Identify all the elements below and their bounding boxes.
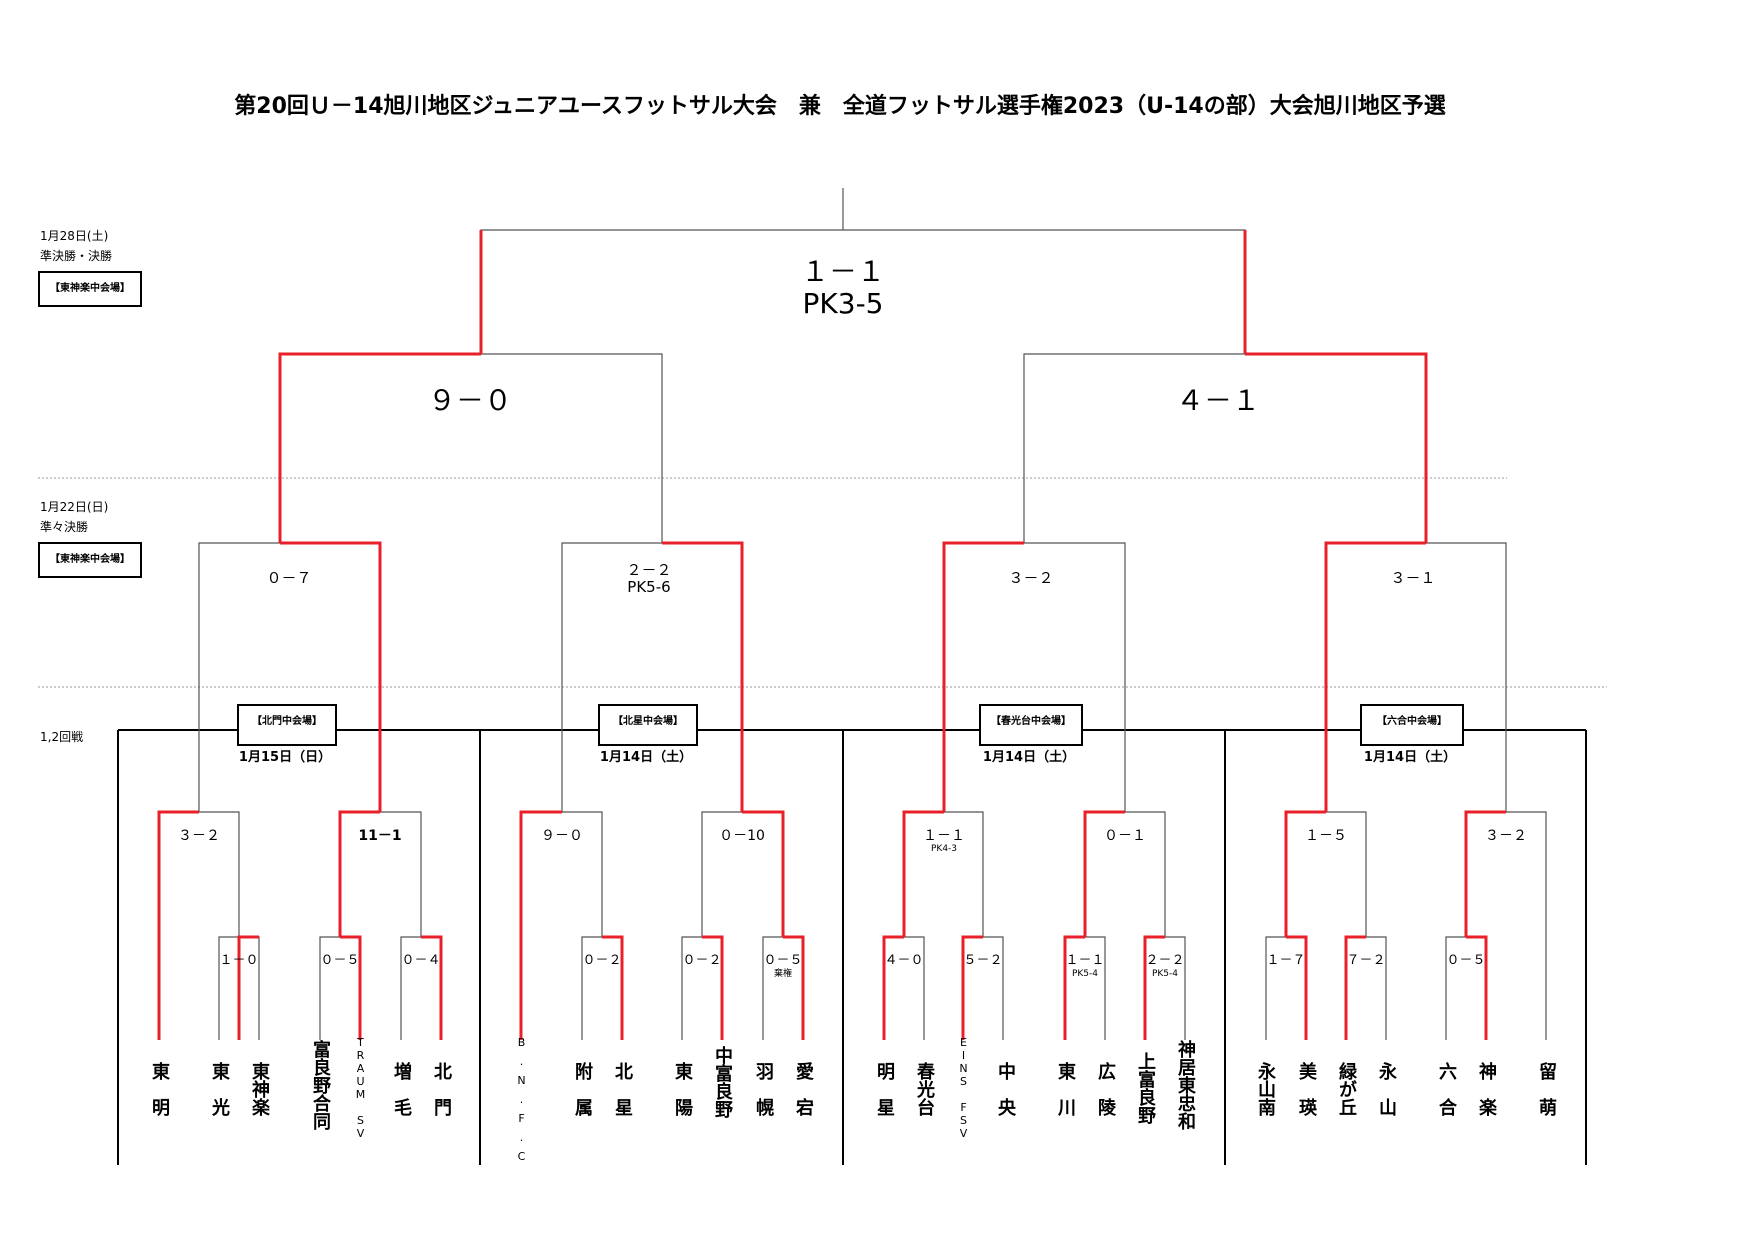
- winner-paths: [157, 230, 1506, 1040]
- team-hokusei: 北 星: [612, 1062, 633, 1116]
- r2-score-3: ９－０: [541, 828, 583, 844]
- team-mashike: 増 毛: [391, 1062, 412, 1116]
- r2-score-5-pk: PK4-3: [930, 844, 958, 855]
- page-title: 第20回Ｕ－14旭川地区ジュニアユースフットサル大会 兼 全道フットサル選手権2…: [234, 94, 1446, 119]
- team-rumoi: 留 萌: [1536, 1062, 1557, 1116]
- qf-session-date: 1月22日(日): [40, 500, 109, 514]
- final-score-value: １－１: [800, 255, 886, 288]
- qf2-score-value: ２－２: [626, 561, 672, 579]
- team-hokumon: 北 門: [431, 1062, 452, 1116]
- r1-score-5: ０－２: [682, 953, 722, 968]
- region4-date: 1月14日（土）: [1363, 750, 1457, 765]
- r1-score-10: ２－２ PK5-4: [1145, 953, 1185, 979]
- team-koryo: 広 陵: [1095, 1062, 1116, 1116]
- team-rokugo: 六 合: [1436, 1062, 1457, 1116]
- team-higashikawa: 東 川: [1055, 1062, 1076, 1116]
- r1-score-9: １－１ PK5-4: [1065, 953, 1105, 979]
- sf2-score: ４－１: [1175, 384, 1261, 417]
- qf4-score: ３－１: [1390, 569, 1436, 587]
- team-kagura: 神 楽: [1476, 1062, 1497, 1116]
- r2-brackets: [158, 811, 1547, 1040]
- final-venue-box: 【東神楽中会場】: [38, 271, 142, 307]
- r2-score-7: １－５: [1305, 828, 1347, 844]
- r2-score-1: ３－２: [178, 828, 220, 844]
- r1-score-6: ０－５ 棄権: [763, 953, 803, 979]
- r1-score-13: ０－５: [1446, 953, 1486, 968]
- r1-score-2: ０－５: [320, 953, 360, 968]
- team-haboro: 羽 幌: [753, 1062, 774, 1116]
- r2-score-4: ０－10: [719, 828, 765, 844]
- team-traum-sv: TRAUM SV: [354, 1036, 367, 1140]
- r1-score-9-pk: PK5-4: [1071, 968, 1099, 979]
- r2-score-6: ０－１: [1104, 828, 1146, 844]
- region4-venue: 【六合中会場】: [1360, 704, 1464, 746]
- team-toyo: 東 陽: [672, 1062, 693, 1116]
- r1-score-4: ０－２: [582, 953, 622, 968]
- region1-date: 1月15日（日）: [238, 750, 332, 765]
- team-furano-godo: 富良野合同: [310, 1040, 331, 1130]
- qf2-score: ２－２ PK5-6: [626, 561, 672, 597]
- region1-venue: 【北門中会場】: [237, 704, 337, 746]
- r1-score-11: １－７: [1266, 953, 1306, 968]
- team-chuo: 中 央: [995, 1062, 1016, 1116]
- final-session-date: 1月28日(土): [40, 229, 109, 243]
- team-nakafurano: 中富良野: [712, 1046, 733, 1118]
- team-toko: 東 光: [209, 1062, 230, 1116]
- r1-score-3: ０－４: [401, 953, 441, 968]
- region2-venue: 【北星中会場】: [598, 704, 698, 746]
- qf-venue-box: 【東神楽中会場】: [38, 542, 142, 578]
- r1-score-6-value: ０－５: [763, 953, 803, 968]
- region3-venue: 【春光台中会場】: [979, 704, 1083, 746]
- r1-score-12: ７－２: [1346, 953, 1386, 968]
- r2-score-5: １－１ PK4-3: [923, 828, 965, 854]
- r1-score-8: ５－２: [963, 953, 1003, 968]
- team-nagayama: 永 山: [1376, 1062, 1397, 1116]
- qf1-score: ０－７: [266, 569, 312, 587]
- team-atago: 愛 宕: [793, 1062, 814, 1116]
- r1-score-10-value: ２－２: [1145, 953, 1185, 968]
- r1-score-7: ４－０: [884, 953, 924, 968]
- early-session-label: 1,2回戦: [40, 730, 84, 744]
- final-session-label: 準決勝・決勝: [40, 249, 113, 263]
- team-higashi-akira: 東 明: [149, 1062, 170, 1116]
- r2-score-5-value: １－１: [923, 828, 965, 844]
- team-meisei: 明 星: [874, 1062, 895, 1116]
- team-higashikagura: 東神楽: [249, 1062, 270, 1116]
- team-biei: 美 瑛: [1296, 1062, 1317, 1116]
- team-nagayama-minami: 永山南: [1255, 1062, 1276, 1116]
- team-kamuihigashi-chuwa: 神居東忠和: [1175, 1040, 1196, 1130]
- r1-score-10-pk: PK5-4: [1151, 968, 1179, 979]
- final-score: １－１ PK3-5: [800, 255, 886, 321]
- r1-score-9-value: １－１: [1065, 953, 1105, 968]
- qf-session-label: 準々決勝: [40, 520, 89, 534]
- qf3-score: ３－２: [1008, 569, 1054, 587]
- team-kamifurano: 上富良野: [1135, 1052, 1156, 1124]
- team-shunkodai: 春光台: [914, 1062, 935, 1116]
- r2-score-2: 11－1: [358, 828, 402, 844]
- region3-date: 1月14日（土）: [982, 750, 1076, 765]
- team-midorigaoka: 緑が丘: [1336, 1062, 1357, 1116]
- r2-score-8: ３－２: [1485, 828, 1527, 844]
- final-pk-value: PK3-5: [802, 287, 884, 321]
- sf1-score: ９－０: [427, 384, 513, 417]
- r1-score-1: １－０: [219, 953, 259, 968]
- region2-date: 1月14日（土）: [599, 750, 693, 765]
- team-bnfc: B.N.F.C: [515, 1036, 528, 1169]
- qf2-pk-value: PK5-6: [627, 578, 671, 597]
- team-fuzoku: 附 属: [572, 1062, 593, 1116]
- r1-score-6-note: 棄権: [773, 968, 793, 979]
- team-eins-fsv: EINS FSV: [957, 1036, 970, 1140]
